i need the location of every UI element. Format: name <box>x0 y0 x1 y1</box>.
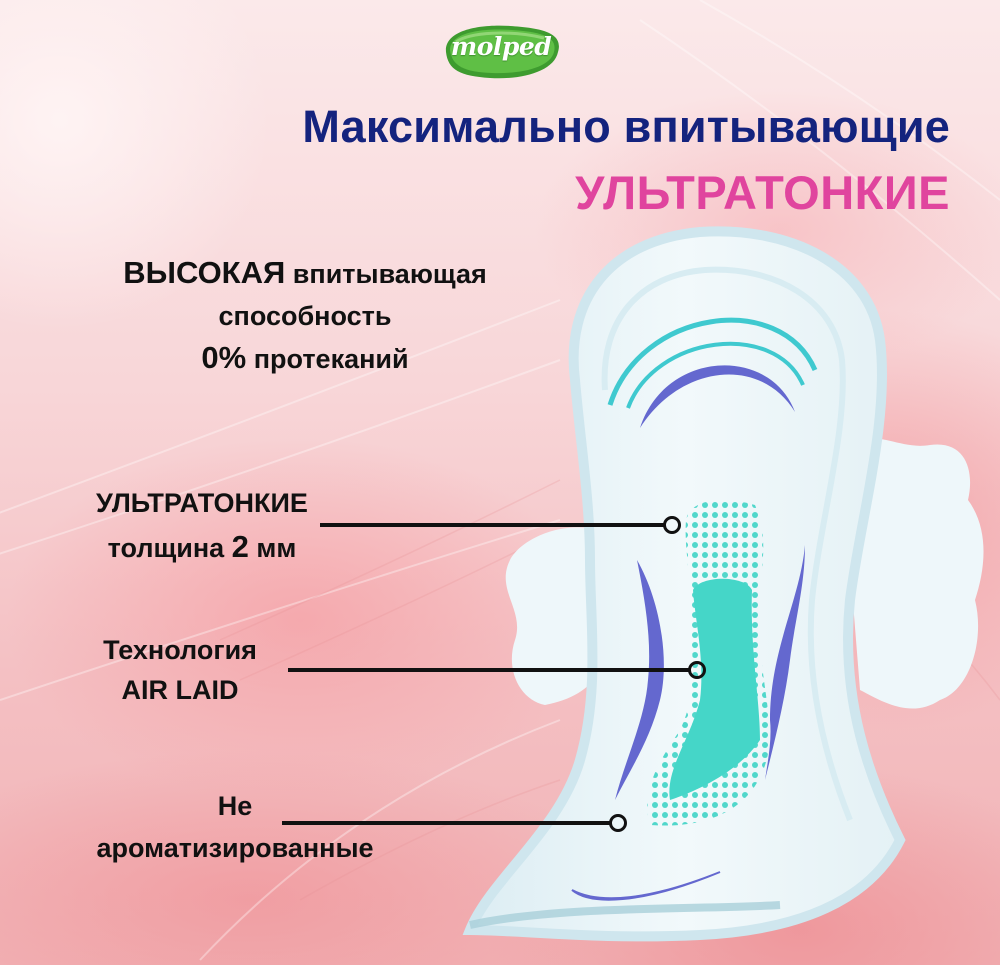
violet-arc <box>640 365 795 428</box>
right-channel <box>765 545 805 780</box>
pointer-dot-ultrathin <box>663 516 681 534</box>
teal-arc-inner <box>626 341 805 409</box>
teal-arc-outer <box>607 317 818 406</box>
feature-title: Технология <box>103 635 257 665</box>
feature-text: толщина <box>107 533 232 563</box>
feature-text: способность <box>218 301 392 331</box>
pointer-dot-airlaid <box>688 661 706 679</box>
feature-strong: 2 <box>231 529 249 564</box>
feature-absorbency: ВЫСОКАЯ впитывающая способность 0% проте… <box>80 252 530 380</box>
pointer-line-unscented <box>282 821 610 825</box>
left-channel <box>615 560 664 800</box>
bottom-swoosh <box>571 871 721 901</box>
feature-strong: ВЫСОКАЯ <box>123 255 286 290</box>
pointer-dot-unscented <box>609 814 627 832</box>
headline: Максимально впитывающие <box>302 101 950 152</box>
feature-text: протеканий <box>246 344 409 374</box>
feature-text: впитывающая <box>285 259 487 289</box>
feature-strong: 0% <box>201 340 247 375</box>
pointer-line-ultrathin <box>320 523 664 527</box>
feature-unscented: Не ароматизированные <box>55 785 415 869</box>
right-wing <box>840 437 984 709</box>
feature-title: УЛЬТРАТОНКИЕ <box>96 488 308 518</box>
brand-logo: molped <box>440 22 562 80</box>
feature-text: AIR LAID <box>121 675 239 705</box>
core-solid <box>669 578 760 800</box>
subheadline: УЛЬТРАТОНКИЕ <box>575 166 950 219</box>
feature-ultrathin: УЛЬТРАТОНКИЕ толщина 2 мм <box>62 482 342 570</box>
left-wing <box>505 527 600 705</box>
pointer-line-airlaid <box>288 668 689 672</box>
feature-text: мм <box>248 533 297 563</box>
logo-text: molped <box>450 32 552 61</box>
feature-airlaid: Технология AIR LAID <box>80 630 280 710</box>
feature-title: Не <box>217 791 253 821</box>
feature-text: ароматизированные <box>96 833 374 863</box>
leaf-badge-icon <box>445 25 559 79</box>
